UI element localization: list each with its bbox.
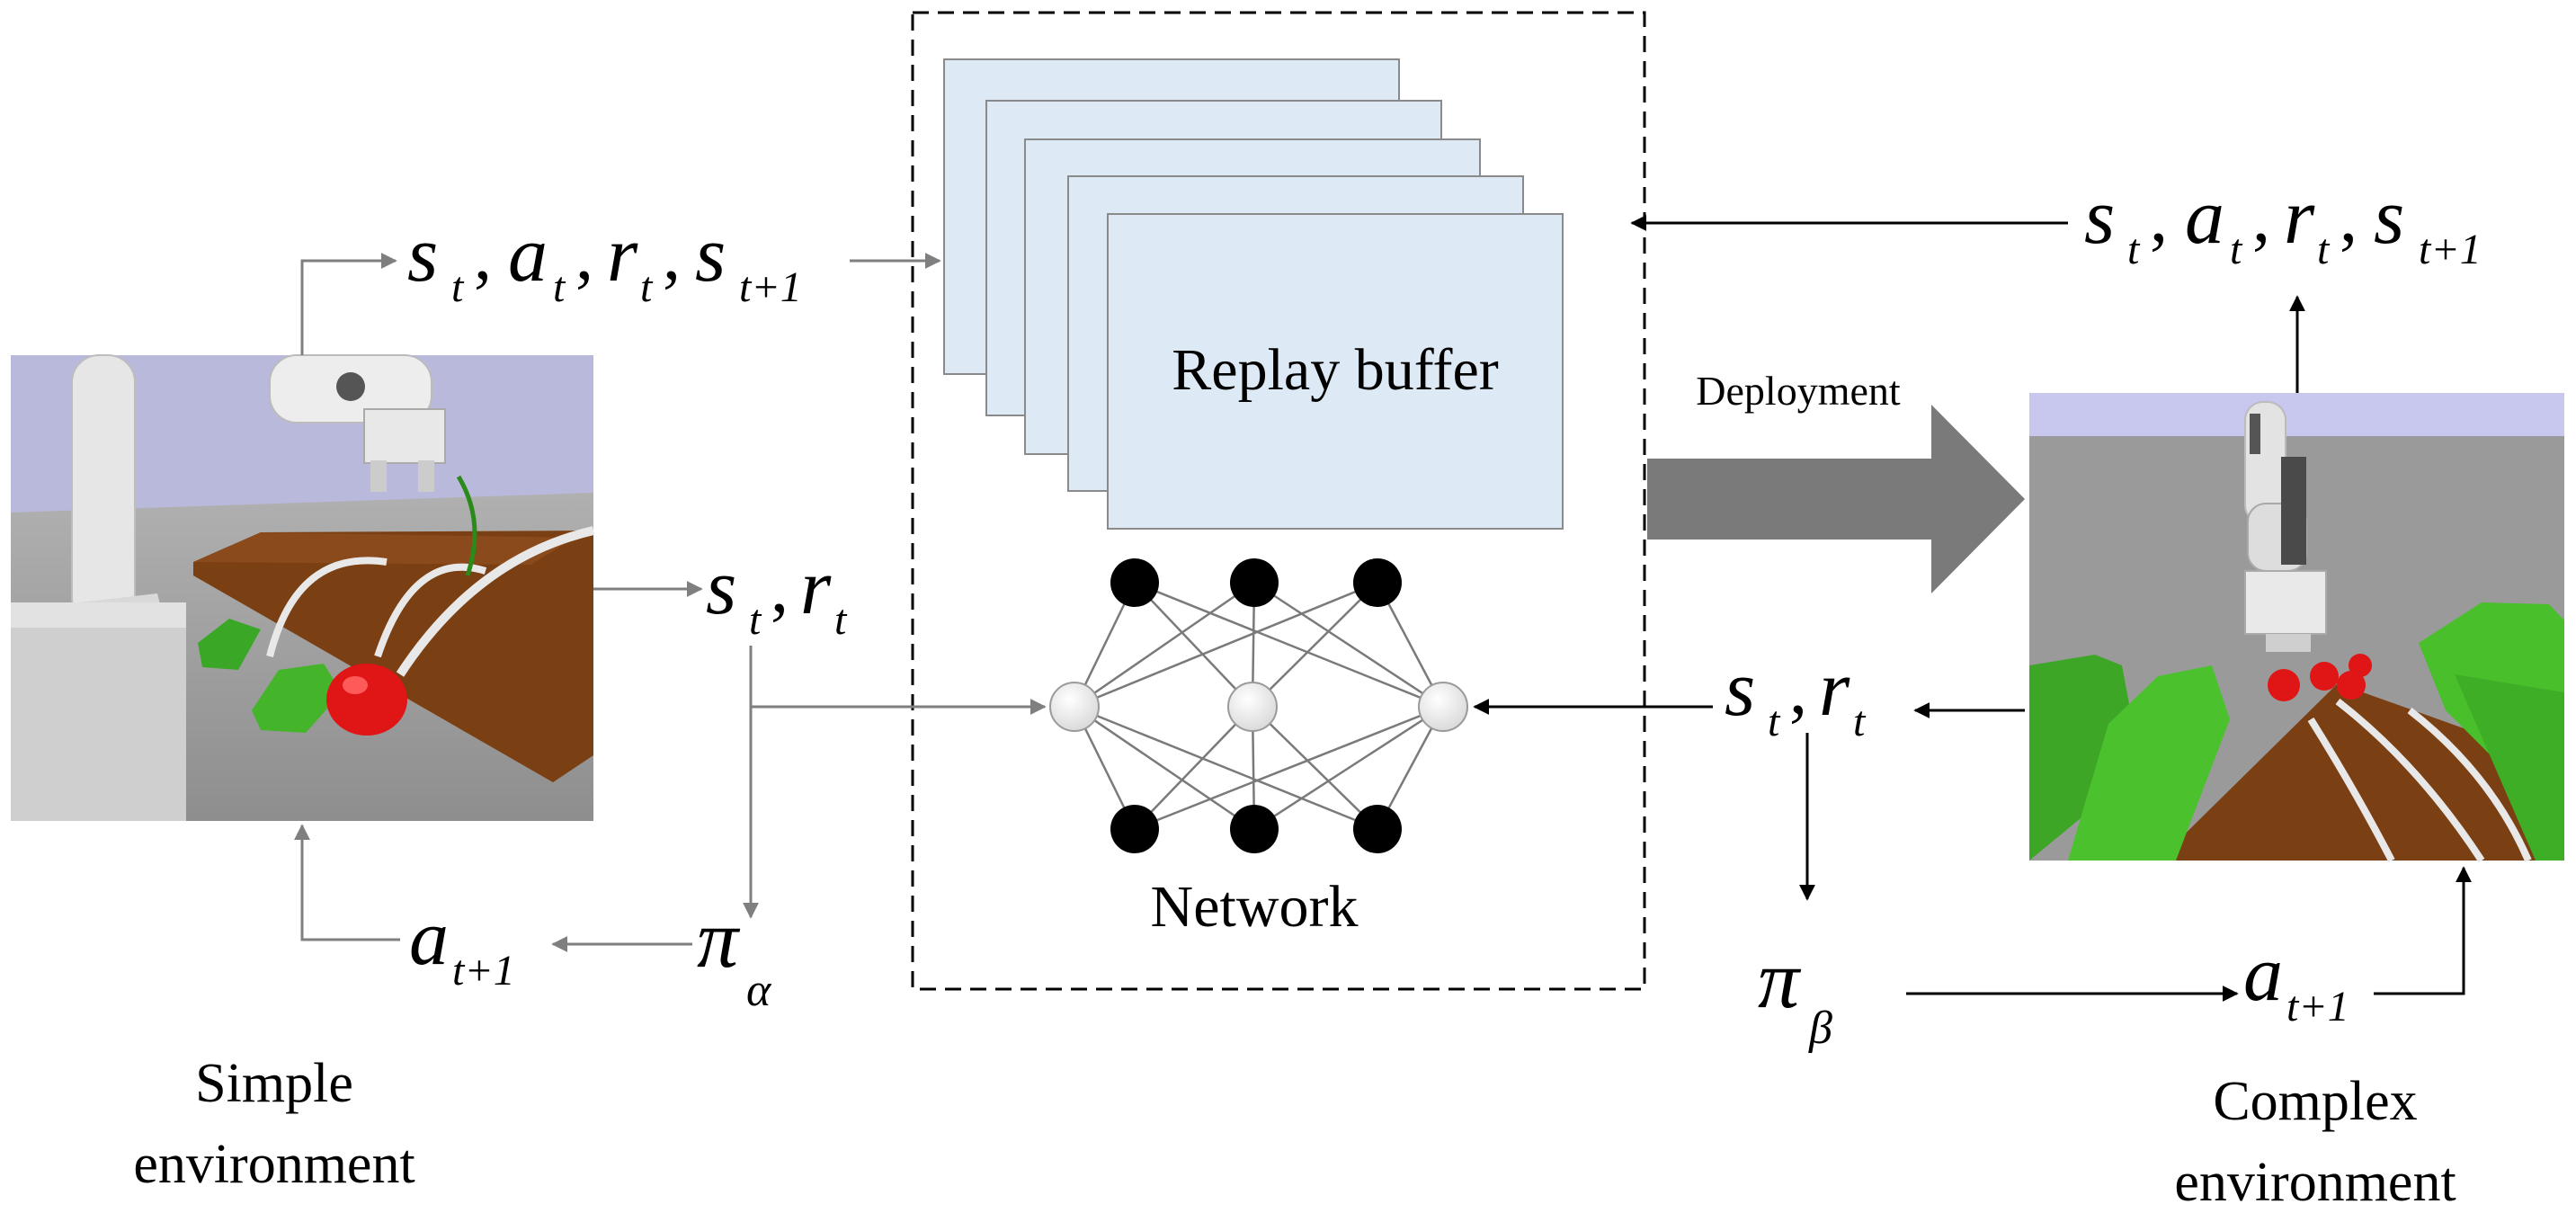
arrow-action-to-complex-env xyxy=(2374,866,2472,995)
network-node-mid-2 xyxy=(1227,682,1278,732)
simple-env-line1: Simple xyxy=(195,1053,353,1114)
sr-complex-r: r xyxy=(1819,646,1850,733)
trans-simple-comma1: , xyxy=(474,216,492,295)
trans-complex-s: s xyxy=(2084,174,2115,261)
complex-environment-caption: Complex environment xyxy=(2174,1071,2456,1213)
transition-tuple-complex: s t , a t , r t , s t+1 xyxy=(2084,174,2482,273)
sr-simple-s-sub: t xyxy=(749,596,762,644)
network-node-mid-1 xyxy=(1049,682,1100,732)
simple-environment-image xyxy=(11,354,595,821)
deployment-arrow xyxy=(1647,405,2025,593)
network-node-top-1 xyxy=(1110,558,1159,607)
complex-side-arrows xyxy=(1473,215,2472,1002)
central-dashed-box xyxy=(911,11,1646,991)
network-nodes xyxy=(1049,558,1468,853)
replay-buffer-label: Replay buffer xyxy=(1172,337,1499,403)
network-node-bot-3 xyxy=(1353,805,1402,853)
network-label: Network xyxy=(1151,874,1359,940)
simple-environment-caption: Simple environment xyxy=(133,1053,414,1195)
action-complex-a: a xyxy=(2243,931,2283,1018)
trans-complex-r: r xyxy=(2284,174,2315,261)
network-node-bot-2 xyxy=(1230,805,1279,853)
sr-simple-r: r xyxy=(800,544,832,631)
trans-simple-s-sub: t xyxy=(451,263,465,311)
sr-simple-s: s xyxy=(706,544,736,631)
simple-side-arrows xyxy=(294,253,1047,952)
trans-complex-s-sub: t xyxy=(2127,226,2141,273)
trans-complex-s2-sub: t+1 xyxy=(2419,226,2482,273)
policy-complex: π β xyxy=(1758,933,1832,1054)
trans-simple-s: s xyxy=(407,211,438,299)
policy-simple-sub: α xyxy=(746,965,772,1016)
trans-simple-r: r xyxy=(607,211,638,299)
trans-complex-comma2: , xyxy=(2252,178,2270,257)
network-node-top-3 xyxy=(1353,558,1402,607)
arrow-simple-to-transition xyxy=(300,253,397,355)
transition-tuple-simple: s t , a t , r t , s t+1 xyxy=(407,211,802,311)
trans-simple-a-sub: t xyxy=(553,263,566,311)
action-simple-sub: t+1 xyxy=(452,947,515,994)
sr-simple-r-sub: t xyxy=(834,596,848,644)
policy-complex-pi: π xyxy=(1758,933,1802,1025)
deployment-label: Deployment xyxy=(1696,368,1901,414)
trans-complex-s2: s xyxy=(2374,174,2404,261)
trans-simple-s2: s xyxy=(695,211,726,299)
state-reward-simple: s t , r t xyxy=(706,544,848,644)
policy-complex-sub: β xyxy=(1808,1003,1832,1054)
trans-simple-comma3: , xyxy=(663,216,681,295)
action-simple-a: a xyxy=(409,895,449,982)
complex-environment-image xyxy=(2029,393,2564,863)
trans-complex-comma3: , xyxy=(2340,178,2358,257)
trans-complex-comma1: , xyxy=(2150,178,2168,257)
action-complex: a t+1 xyxy=(2243,931,2349,1030)
complex-env-line2: environment xyxy=(2174,1152,2456,1213)
complex-env-line1: Complex xyxy=(2213,1071,2417,1132)
network-node-bot-1 xyxy=(1110,805,1159,853)
trans-complex-a-sub: t xyxy=(2230,226,2243,273)
sr-complex-comma: , xyxy=(1789,650,1807,729)
arrow-action-to-simple-env xyxy=(294,824,400,941)
trans-complex-r-sub: t xyxy=(2317,226,2331,273)
simple-env-line2: environment xyxy=(133,1134,414,1195)
sr-simple-comma: , xyxy=(771,549,789,628)
network-node-top-2 xyxy=(1230,558,1279,607)
sr-complex-r-sub: t xyxy=(1853,698,1867,745)
sr-complex-s-sub: t xyxy=(1768,698,1781,745)
replay-buffer-stack: Replay buffer xyxy=(943,58,1564,530)
state-reward-complex: s t , r t xyxy=(1725,646,1867,745)
trans-complex-a: a xyxy=(2185,174,2224,261)
policy-simple-pi: π xyxy=(697,893,741,985)
policy-simple: π α xyxy=(697,893,772,1016)
trans-simple-a: a xyxy=(508,211,548,299)
trans-simple-r-sub: t xyxy=(640,263,654,311)
sr-complex-s: s xyxy=(1725,646,1755,733)
action-simple: a t+1 xyxy=(409,895,515,994)
network-node-mid-3 xyxy=(1418,682,1468,732)
action-complex-sub: t+1 xyxy=(2286,983,2349,1030)
trans-simple-s2-sub: t+1 xyxy=(739,263,802,311)
trans-simple-comma2: , xyxy=(575,216,593,295)
